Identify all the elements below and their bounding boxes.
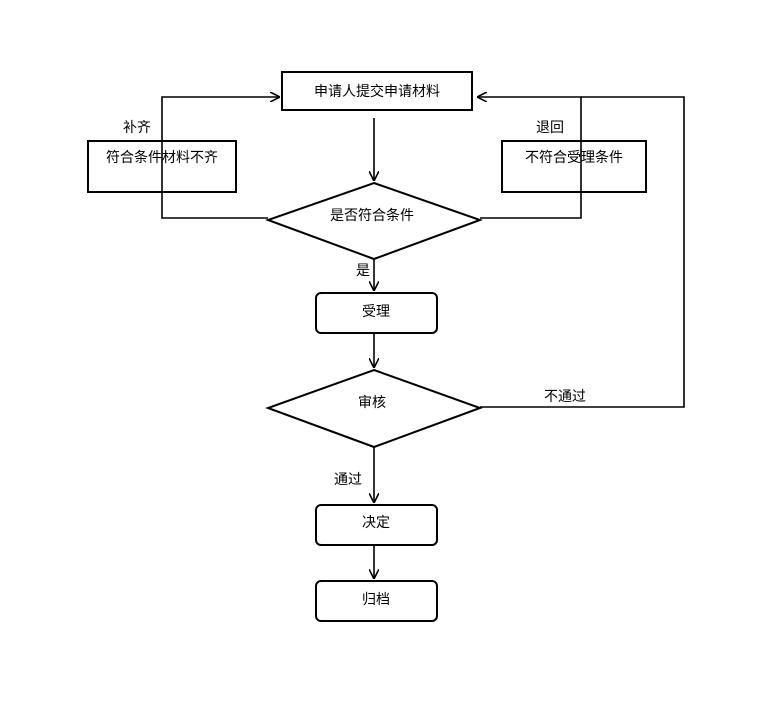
edge-label-fail: 不通过 bbox=[544, 389, 586, 405]
edge-check-to-incomplete-loop bbox=[161, 97, 279, 219]
submit-box bbox=[281, 71, 473, 111]
submit-label: 申请人提交申请材料 bbox=[314, 83, 440, 100]
decide-box bbox=[315, 504, 438, 546]
decide-label: 决定 bbox=[362, 515, 390, 531]
archive-box bbox=[315, 580, 438, 622]
edge-label-supplement: 补齐 bbox=[123, 120, 151, 136]
check-label: 是否符合条件 bbox=[330, 207, 414, 224]
archive-label: 归档 bbox=[362, 591, 390, 608]
review-label: 审核 bbox=[358, 395, 386, 411]
not-eligible-label: 不符合受理条件 bbox=[525, 149, 623, 166]
edge-review-fail-loop bbox=[480, 96, 685, 408]
not-eligible-box bbox=[501, 140, 647, 193]
edge-label-yes: 是 bbox=[356, 263, 370, 279]
edge-label-return: 退回 bbox=[536, 120, 564, 136]
accept-box bbox=[315, 292, 438, 334]
edge-check-to-not-eligible-loop bbox=[478, 97, 582, 219]
accept-label: 受理 bbox=[362, 304, 390, 320]
edge-label-pass: 通过 bbox=[334, 472, 362, 488]
